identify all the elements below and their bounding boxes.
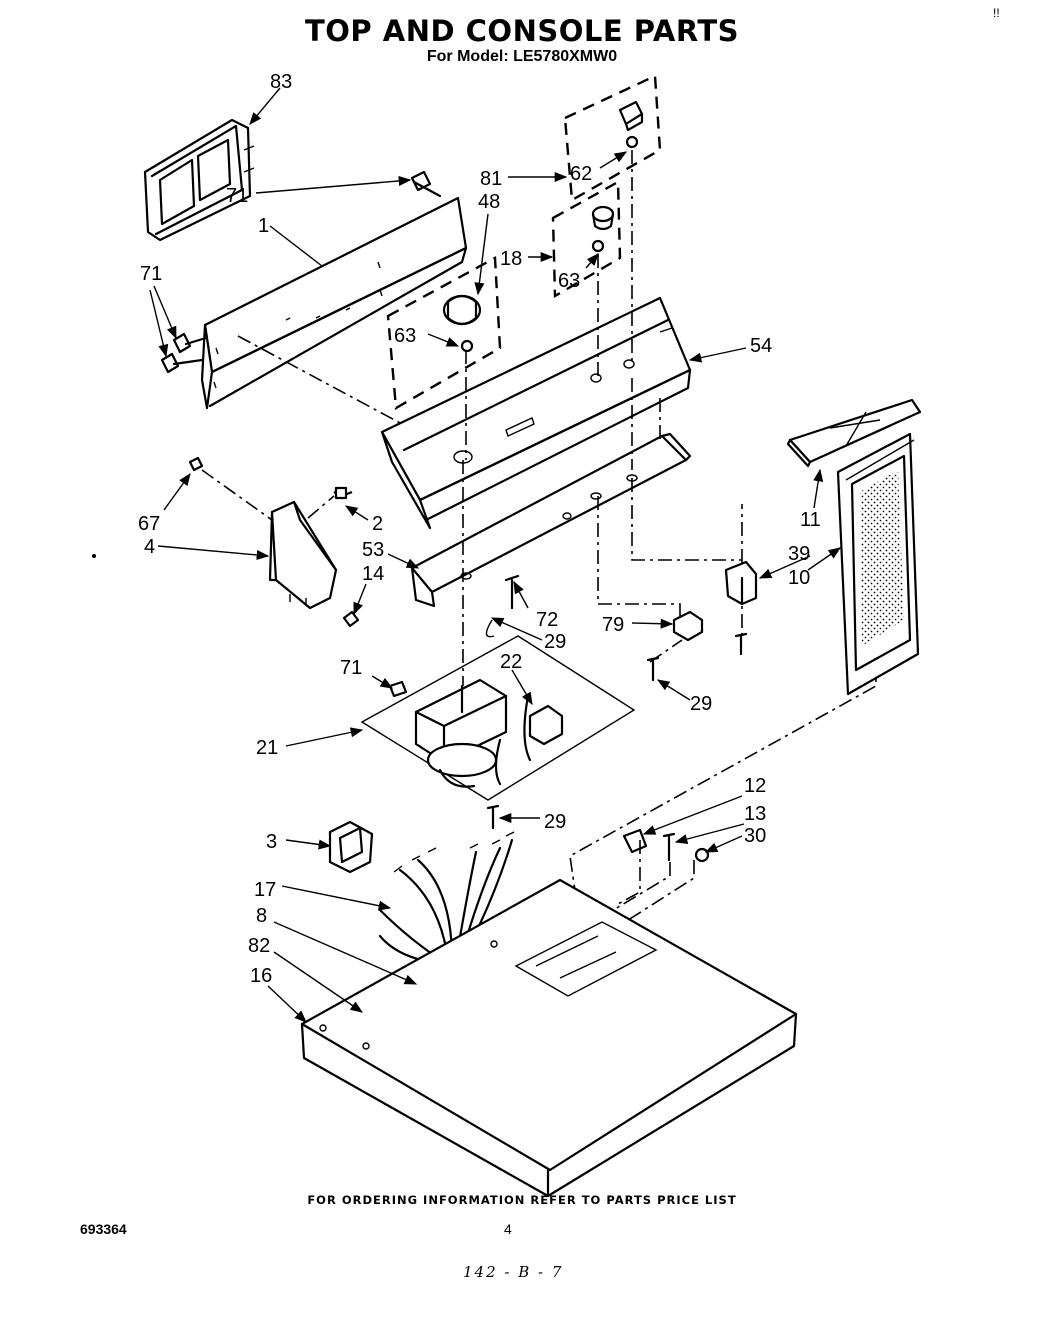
part-53-lower-channel: [410, 432, 692, 608]
callout-29: 29: [544, 631, 566, 653]
part-10-lint-screen: [836, 432, 920, 696]
callout-14: 14: [362, 563, 384, 585]
part-54-console-channel: [380, 296, 692, 530]
callout-82: 82: [248, 935, 270, 957]
part-39-switch: [724, 560, 758, 606]
callout-48: 48: [478, 191, 500, 213]
callout-3: 3: [266, 831, 277, 853]
callout-72: 72: [536, 609, 558, 631]
page-number: 4: [504, 1221, 512, 1237]
document-number: 693364: [80, 1221, 127, 1237]
callout-63: 63: [558, 270, 580, 292]
callout-81: 81: [480, 168, 502, 190]
part-1-console-panel: [200, 196, 468, 410]
callout-83: 83: [270, 71, 292, 93]
part-11-lint-screen-cover: [786, 398, 922, 468]
stray-dot: [92, 554, 96, 558]
callout-29: 29: [544, 811, 566, 833]
leader-lines: [149, 87, 842, 1023]
callout-62: 62: [570, 163, 592, 185]
callout-11: 11: [800, 509, 821, 531]
callout-71: 71: [140, 263, 162, 285]
part-81-62-knob-group: [563, 74, 662, 202]
part-83-bezel: [143, 118, 255, 242]
callout-17: 17: [254, 879, 276, 901]
callout-8: 8: [256, 905, 267, 927]
page-title: TOP AND CONSOLE PARTS: [304, 14, 740, 48]
callout-4: 4: [144, 536, 155, 558]
ordering-note: FOR ORDERING INFORMATION REFER TO PARTS …: [307, 1193, 737, 1207]
part-16-top-panel: [300, 878, 798, 1198]
handwritten-note: 142 - B - 7: [463, 1263, 564, 1281]
model-subtitle: For Model: LE5780XMW0: [426, 48, 618, 65]
callout-71: 71: [226, 185, 248, 207]
callout-12: 12: [744, 775, 766, 797]
callout-79: 79: [602, 614, 624, 636]
callout-29: 29: [690, 693, 712, 715]
callout-18: 18: [500, 248, 522, 270]
callout-71: 71: [340, 657, 362, 679]
callout-10: 10: [788, 567, 810, 589]
part-18-63-knob-group: [551, 179, 622, 299]
callout-39: 39: [788, 543, 810, 565]
callout-13: 13: [744, 803, 766, 825]
callout-67: 67: [138, 513, 160, 535]
callout-54: 54: [750, 335, 772, 357]
callout-30: 30: [744, 825, 766, 847]
callout-21: 21: [256, 737, 278, 759]
callout-labels: 83 71 1 71 48 63 81 62 18 63 54 67 4 2 5…: [138, 71, 821, 987]
corner-mark: !!: [993, 6, 1000, 20]
part-4-end-cap: [268, 500, 338, 610]
part-79-switch: [672, 610, 704, 642]
part-3-terminal-block: [328, 820, 374, 874]
callout-16: 16: [250, 965, 272, 987]
callout-22: 22: [500, 651, 522, 673]
part-48-knob-group: [386, 256, 502, 410]
callout-53: 53: [362, 539, 384, 561]
callout-1: 1: [258, 215, 269, 237]
part-22-bracket: [523, 694, 564, 762]
callout-2: 2: [372, 513, 383, 535]
part-21-timer-assembly: [360, 635, 636, 801]
callout-63: 63: [394, 325, 416, 347]
